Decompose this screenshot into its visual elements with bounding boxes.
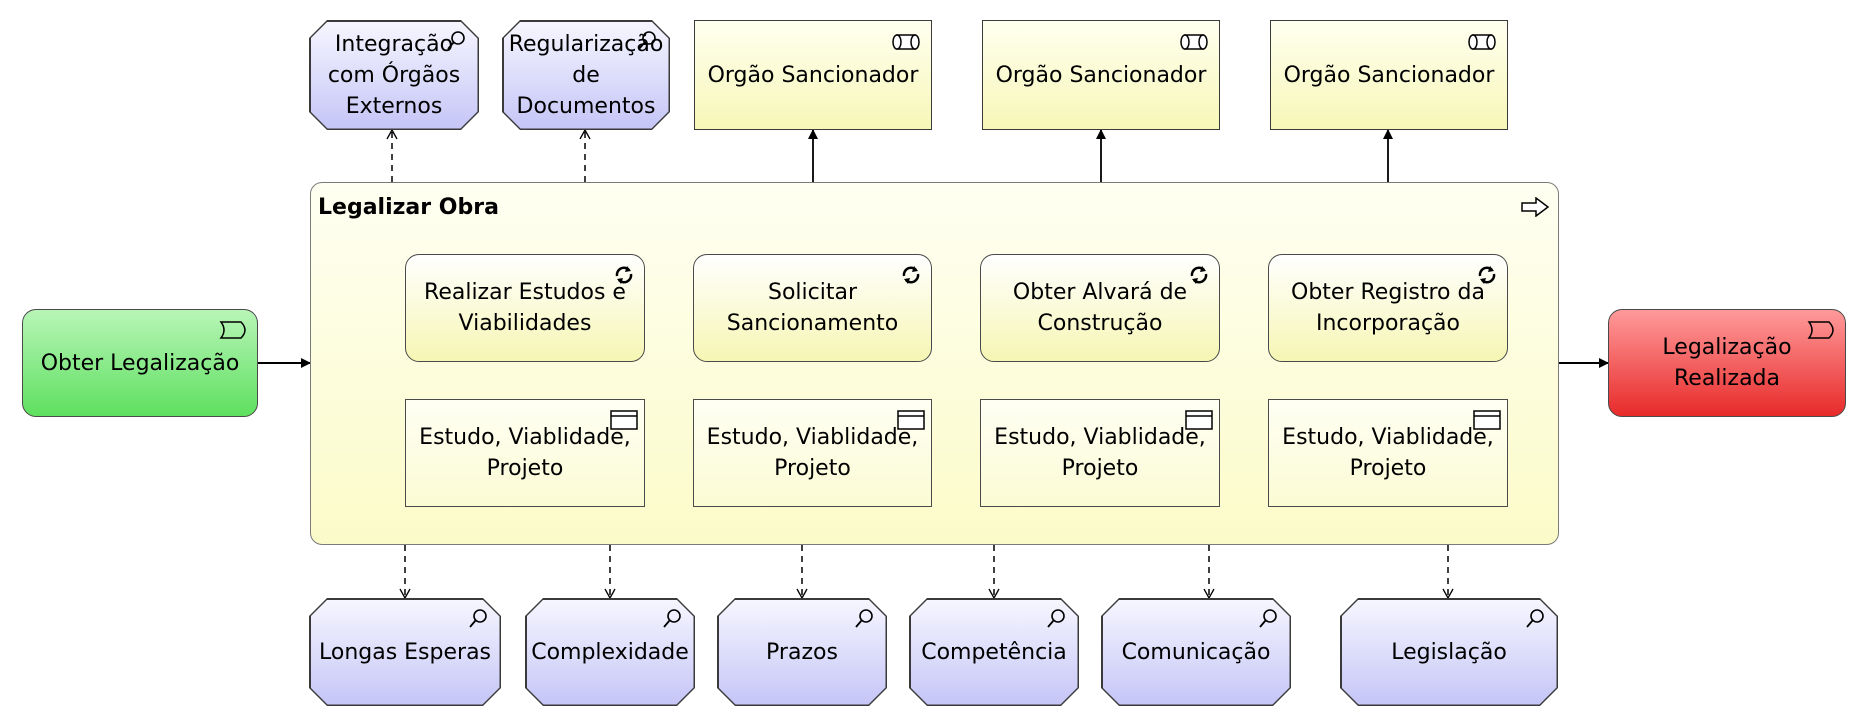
role-orgao-sancionador-3[interactable]: Orgão Sancionador <box>1270 20 1508 130</box>
process-arrow-icon <box>1521 197 1550 217</box>
cycle-arrows-icon <box>615 266 633 284</box>
driver-complexidade[interactable]: Complexidade <box>525 598 695 706</box>
driver-label: Prazos <box>766 639 838 665</box>
process-realizar-estudos[interactable]: Realizar Estudos e Viabilidades <box>405 254 645 362</box>
process-obter-registro[interactable]: Obter Registro da Incorporação <box>1268 254 1508 362</box>
driver-regularizacao[interactable]: Regularização de Documentos <box>502 20 670 130</box>
driver-longas-esperas[interactable]: Longas Esperas <box>309 598 501 706</box>
driver-prazos[interactable]: Prazos <box>717 598 887 706</box>
process-label: Realizar Estudos e Viabilidades <box>424 280 626 336</box>
object-label: Estudo, Viablidade, Projeto <box>706 425 919 481</box>
driver-integracao[interactable]: Integração com Órgãos Externos <box>309 20 479 130</box>
object-label: Estudo, Viablidade, Projeto <box>994 425 1206 481</box>
event-legalizacao-realizada[interactable]: Legalização Realizada <box>1608 309 1846 417</box>
magnifier-icon <box>445 30 467 52</box>
role-cylinder-icon <box>1180 34 1208 50</box>
business-object-1[interactable]: Estudo, Viablidade, Projeto <box>405 399 645 507</box>
cycle-arrows-icon <box>1478 266 1496 284</box>
business-object-icon <box>1185 410 1213 430</box>
driver-label: Complexidade <box>531 639 689 665</box>
magnifier-icon <box>467 608 489 630</box>
event-icon <box>219 321 246 339</box>
business-object-4[interactable]: Estudo, Viablidade, Projeto <box>1268 399 1508 507</box>
role-orgao-sancionador-2[interactable]: Orgão Sancionador <box>982 20 1220 130</box>
business-object-icon <box>897 410 925 430</box>
magnifier-icon <box>636 30 658 52</box>
magnifier-icon <box>661 608 683 630</box>
driver-competencia[interactable]: Competência <box>909 598 1079 706</box>
process-solicitar-sancionamento[interactable]: Solicitar Sancionamento <box>693 254 932 362</box>
role-label: Orgão Sancionador <box>995 62 1207 88</box>
event-label: Legalização Realizada <box>1662 335 1792 391</box>
role-label: Orgão Sancionador <box>707 62 919 88</box>
role-label: Orgão Sancionador <box>1283 62 1495 88</box>
magnifier-icon <box>1257 608 1279 630</box>
process-obter-alvara[interactable]: Obter Alvará de Construção <box>980 254 1220 362</box>
business-object-3[interactable]: Estudo, Viablidade, Projeto <box>980 399 1220 507</box>
driver-label: Integração com Órgãos Externos <box>327 31 461 119</box>
business-object-2[interactable]: Estudo, Viablidade, Projeto <box>693 399 932 507</box>
driver-label: Comunicação <box>1121 639 1271 665</box>
cycle-arrows-icon <box>1190 266 1208 284</box>
business-object-icon <box>610 410 638 430</box>
magnifier-icon <box>1045 608 1067 630</box>
driver-comunicacao[interactable]: Comunicação <box>1101 598 1291 706</box>
object-label: Estudo, Viablidade, Projeto <box>419 425 631 481</box>
event-icon <box>1807 321 1834 339</box>
role-orgao-sancionador-1[interactable]: Orgão Sancionador <box>694 20 932 130</box>
role-cylinder-icon <box>892 34 920 50</box>
process-label: Obter Registro da Incorporação <box>1291 280 1485 336</box>
driver-label: Legislação <box>1391 639 1507 665</box>
object-label: Estudo, Viablidade, Projeto <box>1282 425 1494 481</box>
container-title: Legalizar Obra <box>318 195 499 220</box>
event-obter-legalizacao[interactable]: Obter Legalização <box>22 309 258 417</box>
cycle-arrows-icon <box>902 266 920 284</box>
magnifier-icon <box>1524 608 1546 630</box>
event-label: Obter Legalização <box>40 350 240 376</box>
role-cylinder-icon <box>1468 34 1496 50</box>
process-label: Obter Alvará de Construção <box>1012 280 1188 336</box>
magnifier-icon <box>853 608 875 630</box>
driver-legislacao[interactable]: Legislação <box>1340 598 1558 706</box>
driver-label: Regularização de Documentos <box>508 31 664 119</box>
driver-label: Competência <box>921 639 1067 665</box>
driver-label: Longas Esperas <box>318 639 492 665</box>
process-label: Solicitar Sancionamento <box>726 280 899 336</box>
business-object-icon <box>1473 410 1501 430</box>
